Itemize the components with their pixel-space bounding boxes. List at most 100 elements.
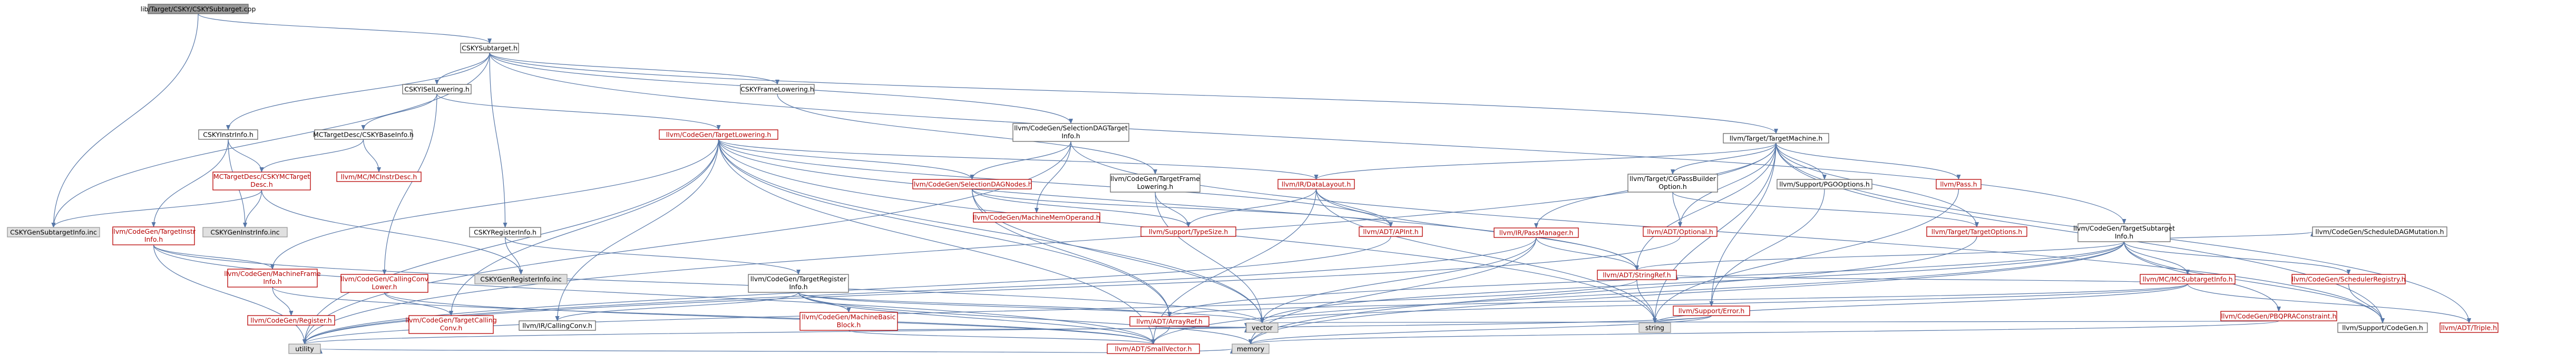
node-label: llvm/ADT/SmallVector.h [1115,345,1192,353]
node-adt-arrayref-h[interactable]: llvm/ADT/ArrayRef.h [1129,316,1209,327]
node-csky-subtarget-h[interactable]: CSKYSubtarget.h [460,43,519,53]
node-box [659,129,778,140]
node-schedule-dag-mutation-h[interactable]: llvm/CodeGen/ScheduleDAGMutation.h [2312,226,2447,237]
node-label: Lower.h [372,283,397,291]
node-adt-optional-h[interactable]: llvm/ADT/Optional.h [1643,226,1718,237]
node-adt-smallvector-h[interactable]: llvm/ADT/SmallVector.h [1107,344,1200,354]
node-label: CSKYISelLowering.h [404,85,470,93]
node-csky-register-info-h[interactable]: CSKYRegisterInfo.h [469,227,541,237]
node-box [198,129,258,140]
node-label: Info.h [2115,232,2133,240]
dependency-edge [51,52,490,228]
node-mcinstrdesc-h[interactable]: llvm/MC/MCInstrDesc.h [336,172,422,182]
node-mcsubtargetinfo-h[interactable]: llvm/MC/MCSubtargetInfo.h [2140,274,2236,284]
dependency-edge [272,287,294,316]
dependency-edge [1151,188,1317,345]
node-support-pgooptions-h[interactable]: llvm/Support/PGOOptions.h [1777,179,1872,189]
dependency-edge [1709,142,1777,307]
node-vector: vector [1246,322,1279,333]
node-adt-stringref-h[interactable]: llvm/ADT/StringRef.h [1597,270,1677,280]
node-box [2140,274,2236,284]
node-scheduler-registry-h[interactable]: llvm/CodeGen/SchedulerRegistry.h [2291,274,2406,284]
node-csky-frame-lowering-h[interactable]: CSKYFrameLowering.h [740,84,815,94]
node-label: llvm/CodeGen/TargetRegister [750,275,847,283]
node-csky-isel-lowering-h[interactable]: CSKYISelLowering.h [402,84,472,94]
node-adt-triple-h[interactable]: llvm/ADT/Triple.h [2440,322,2499,333]
node-root[interactable]: lib/Target/CSKY/CSKYSubtarget.cpp [141,4,256,14]
node-box [1643,226,1718,237]
node-pass-h[interactable]: llvm/Pass.h [1936,179,1982,189]
node-label: Lowering.h [1137,183,1174,190]
node-ir-passmanager-h[interactable]: llvm/IR/PassManager.h [1494,227,1579,238]
node-box [336,172,422,182]
dependency-edge [1672,192,1682,227]
dependency-edge [1636,279,1657,323]
node-label: llvm/IR/CallingConv.h [522,322,592,330]
node-support-codegen-h[interactable]: llvm/Support/CodeGen.h [2337,322,2428,333]
node-adt-apint-h[interactable]: llvm/ADT/APInt.h [1359,226,1423,237]
node-box [474,274,568,284]
node-target-options-h[interactable]: llvm/Target/TargetOptions.h [1926,226,2027,237]
node-box [1140,226,1236,237]
node-target-lowering-h[interactable]: llvm/CodeGen/TargetLowering.h [659,129,778,140]
node-box [227,269,318,288]
dependency-edge [1678,142,1777,227]
node-box [1926,226,2027,237]
dependency-edge [2123,241,2190,275]
node-selectiondag-nodes-h[interactable]: llvm/CodeGen/SelectionDAGNodes.h [912,179,1032,189]
node-csky-instrinfo-h[interactable]: CSKYInstrInfo.h [198,129,258,140]
dependency-edge [718,139,1172,317]
node-label: Info.h [263,278,281,285]
dependency-edge [489,52,2126,224]
dependency-edge [1151,241,2125,345]
node-label: CSKYInstrInfo.h [203,131,253,139]
dependency-edge [1709,188,1825,307]
node-box [148,4,249,14]
dependency-edge [51,189,262,228]
dependency-edge [798,292,1253,345]
node-label: vector [1252,324,1273,332]
node-box [288,344,321,354]
dependency-edge [228,139,264,173]
node-target-machine-h[interactable]: llvm/Target/TargetMachine.h [1723,133,1829,144]
node-box [740,84,815,94]
node-label: llvm/CodeGen/ScheduleDAGMutation.h [2315,228,2444,236]
node-label: llvm/ADT/StringRef.h [1603,271,1671,279]
node-label: MCTargetDesc/CSKYMCTarget [213,173,310,180]
node-codegen-register-h[interactable]: llvm/CodeGen/Register.h [247,315,335,326]
node-ir-calling-conv-h[interactable]: llvm/IR/CallingConv.h [519,320,596,331]
node-label: Info.h [144,235,163,243]
node-label: llvm/ADT/Triple.h [2441,324,2497,332]
node-box [469,227,541,237]
dependency-edge [489,52,779,85]
node-label: llvm/Target/TargetMachine.h [1730,135,1823,142]
node-pbqp-constraint-h[interactable]: llvm/CodeGen/PBQPRAConstraint.h [2220,311,2337,321]
node-label: memory [1237,345,1265,353]
node-data-layout-h[interactable]: llvm/IR/DataLayout.h [1277,179,1355,189]
node-label: llvm/ADT/Optional.h [1647,228,1713,236]
node-label: Info.h [789,283,807,291]
node-box [402,84,472,94]
dependency-edge [718,139,1639,271]
node-support-error-h[interactable]: llvm/Support/Error.h [1673,306,1750,316]
node-box [912,179,1032,189]
node-machine-mem-operand-h[interactable]: llvm/CodeGen/MachineMemOperand.h [973,212,1100,223]
node-label: llvm/CodeGen/TargetInstr [112,227,196,235]
node-support-typesize-h[interactable]: llvm/Support/TypeSize.h [1140,226,1236,237]
node-label: llvm/MC/MCSubtargetInfo.h [2142,275,2232,283]
dependency-edge [261,189,523,275]
node-mctargetdesc-baseinfo-h[interactable]: MCTargetDesc/CSKYBaseInfo.h [313,129,414,140]
node-box [1723,133,1829,144]
dependency-edge [153,244,275,270]
